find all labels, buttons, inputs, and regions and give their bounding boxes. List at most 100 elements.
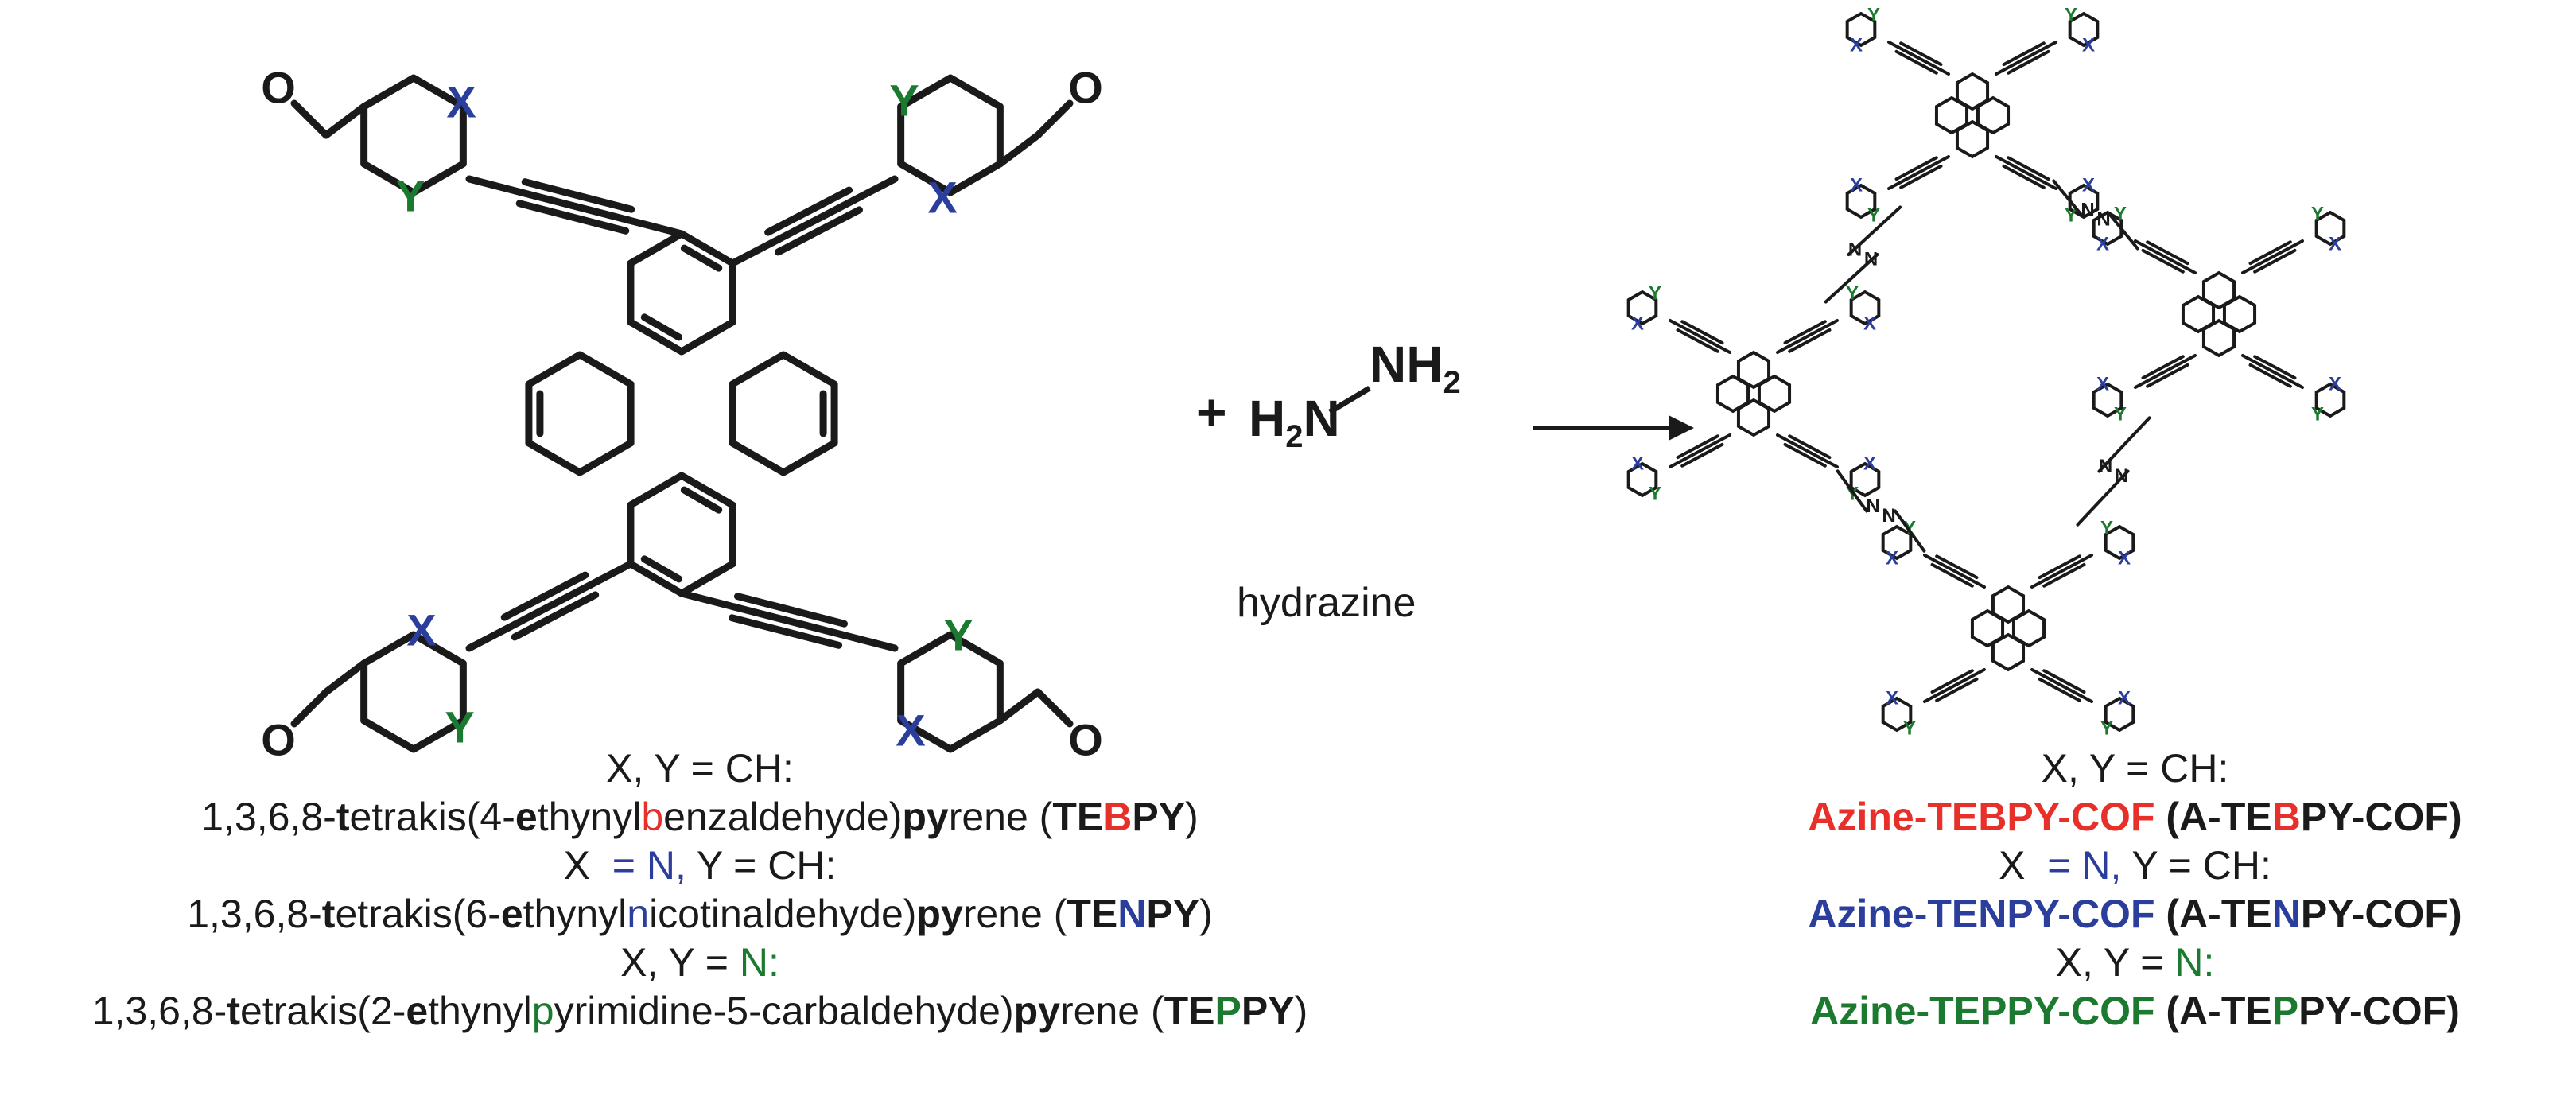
alkyne-bottom-left-center: [506, 581, 594, 631]
pyrene-double-bond-1: [680, 244, 723, 272]
monomer-name-teppy: 1,3,6,8-tetrakis(2-ethynylpyrimidine-5-c…: [91, 989, 1308, 1033]
cof-terminal-ring-top-2: [1845, 183, 1877, 220]
carbonyl-top-left: [290, 99, 330, 139]
azine-n2-1: N: [2096, 209, 2110, 231]
cof-terminal-ring-top-3: [2068, 183, 2100, 220]
atom-label-x-bottom-left: X: [406, 605, 436, 655]
aldehyde-bond-top-right: [996, 131, 1042, 168]
cof-condition-line-3: X, Y = N:: [2055, 940, 2215, 985]
azine-n1-1: N: [2081, 200, 2094, 221]
cof-core-ring-top-2: [1934, 95, 1969, 135]
azine-link-2-b: [1894, 509, 1926, 553]
condition-line-3: X, Y = N:: [620, 940, 779, 985]
cof-core-ring-left-3: [1757, 374, 1792, 414]
cof-arm-bottom-1: [2030, 554, 2093, 589]
condition-line-2: X = N, Y = CH:: [563, 843, 837, 888]
cof-label-x-top-3: X: [2082, 175, 2095, 196]
cof-arm-bottom-0: [1923, 554, 1986, 589]
terminal-ring-bottom-right: [897, 631, 1004, 753]
alkyne-top-right-stub: [729, 239, 777, 267]
hydrazine-structure: H2N NH2: [1249, 336, 1461, 454]
cof-label-y-left-0: Y: [1649, 283, 1661, 305]
alkyne-top-right-center: [769, 196, 858, 246]
cof-label-y-right-0: Y: [2114, 204, 2127, 225]
cof-arm-side-b-bottom-0: [1930, 562, 1974, 588]
cof-arm-side-b-left-0: [1676, 328, 1719, 353]
alkyne-bottom-right-stub: [678, 589, 739, 611]
cof-label-y-left-2: Y: [1649, 484, 1661, 505]
azine-link-0-b: [1824, 253, 1879, 304]
cof-arm-side-a-left-2: [1676, 434, 1719, 460]
cof-arm-side-a-top-2: [1894, 156, 1938, 181]
cof-label-x-right-1: X: [2329, 234, 2341, 255]
alkyne-bottom-left-end: [465, 624, 514, 652]
cof-label-x-top-2: X: [1850, 175, 1863, 196]
cof-label-x-left-1: X: [1863, 313, 1876, 335]
alkyne-top-left-stub: [624, 216, 686, 238]
cof-terminal-ring-left-0: [1626, 290, 1658, 326]
cof-arm-side-b-left-2: [1680, 442, 1724, 468]
azine-link-1-b: [2108, 213, 2139, 251]
hydrazine-n-n-bond: [1328, 385, 1371, 415]
cof-arm-left-1: [1776, 319, 1839, 354]
cof-arm-side-a-right-1: [2253, 248, 2297, 274]
cof-arm-top-2: [1887, 155, 1950, 190]
cof-terminal-ring-right-3: [2314, 382, 2346, 418]
azine-link-1-a: [2052, 179, 2083, 216]
alkyne-top-left-side-b: [515, 200, 630, 235]
cof-terminal-ring-top-1: [2068, 11, 2100, 48]
cof-label-x-right-2: X: [2096, 374, 2109, 395]
cof-arm-side-a-left-1: [1788, 328, 1832, 353]
cof-terminal-ring-right-1: [2314, 210, 2346, 247]
azine-n1-0: N: [1848, 239, 1862, 261]
cof-arm-side-a-top-0: [1899, 41, 1943, 67]
cof-arm-side-b-top-3: [2007, 156, 2050, 181]
cof-arm-side-a-bottom-1: [2042, 562, 2086, 588]
aldehyde-bond-bottom-left: [322, 659, 368, 696]
cof-arm-side-b-left-3: [1788, 434, 1832, 460]
pyrene-double-bond-3: [680, 486, 723, 514]
cof-core-ring-top-0: [1955, 72, 1990, 111]
plus-sign: +: [1196, 383, 1227, 441]
pyrene-ring-1: [627, 472, 736, 597]
atom-label-y-bottom-right: Y: [943, 610, 973, 660]
cof-arm-side-b-right-0: [2141, 248, 2185, 274]
hydrazine-nh2: NH2: [1370, 336, 1461, 400]
cof-arm-right-2: [2134, 354, 2197, 389]
cof-label-y-right-1: Y: [2311, 204, 2324, 225]
cof-arm-bottom-2: [1923, 668, 1986, 703]
cof-terminal-ring-bottom-3: [2104, 696, 2135, 733]
cof-core-ring-right-0: [2201, 270, 2236, 310]
cof-label-y-top-2: Y: [1867, 205, 1880, 227]
alkyne-bottom-right-center: [731, 603, 845, 639]
cof-arm-side-b-top-0: [1894, 49, 1938, 75]
cof-arm-right-1: [2241, 239, 2304, 274]
cof-arm-bottom-3: [2030, 668, 2093, 703]
cof-label-y-top-1: Y: [2065, 5, 2077, 26]
azine-n2-2: N: [1882, 505, 1895, 527]
cof-arm-side-b-right-2: [2146, 363, 2189, 388]
atom-label-x-top-right: X: [927, 173, 957, 223]
alkyne-bottom-left-stub: [586, 560, 635, 589]
hydrazine-h2n: H2N: [1249, 390, 1340, 454]
azine-link-0-a: [1847, 205, 1902, 256]
alkyne-bottom-left-side-a: [500, 571, 589, 621]
cof-arm-side-b-right-3: [2253, 355, 2297, 380]
cof-terminal-ring-bottom-1: [2104, 524, 2135, 561]
pyrene-ring-2: [525, 351, 635, 476]
cof-name-teppy: Azine-TEPPY-COF (A-TEPPY-COF): [1810, 989, 2460, 1033]
cof-arm-side-a-top-3: [2002, 164, 2046, 189]
cof-terminal-ring-right-2: [2092, 382, 2123, 418]
carbonyl-top-right: [1034, 99, 1074, 139]
cof-name-tebpy: Azine-TEBPY-COF (A-TEBPY-COF): [1808, 795, 2462, 839]
atom-label-o-bottom-right: O: [1068, 715, 1103, 765]
cof-arm-side-a-right-2: [2141, 355, 2185, 380]
pyrene-double-bond-0: [640, 313, 683, 341]
cof-label-x-bottom-1: X: [2118, 548, 2131, 569]
cof-arm-side-b-top-2: [1899, 164, 1943, 189]
azine-n1-3: N: [2099, 456, 2112, 477]
alkyne-bottom-right-end: [837, 631, 899, 652]
aldehyde-bond-top-left: [322, 103, 368, 139]
atom-label-y-bottom-left: Y: [445, 702, 474, 752]
